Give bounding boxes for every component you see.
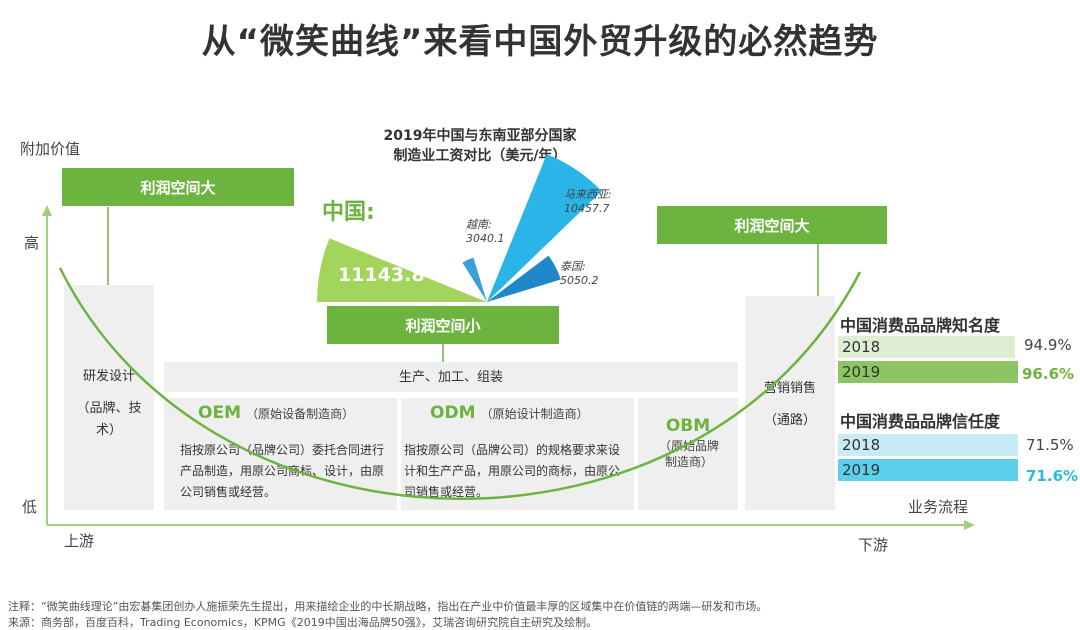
y-axis-low: 低	[22, 498, 38, 516]
awareness-bar-2019: 2019	[838, 361, 1018, 383]
awareness-year-2019: 2019	[842, 363, 881, 381]
trust-year-2019: 2019	[842, 461, 881, 479]
marketing-subtitle: （通路）	[763, 413, 816, 428]
oem-heading: OEM （原始设备制造商）	[198, 403, 354, 423]
x-axis-downstream: 下游	[858, 536, 889, 554]
thailand-label: 泰国: 5050.2	[560, 260, 599, 288]
trust-value-2019: 71.6%	[1026, 467, 1079, 485]
obm-head: OBM	[665, 416, 711, 436]
odm-description: 指按原公司（品牌公司）的规格要求来设计和生产产品，用原公司的商标，由原公司销售或…	[404, 443, 621, 499]
wage-title-line1: 2019年中国与东南亚部分国家	[383, 128, 577, 144]
rd-column	[64, 285, 154, 510]
x-axis-arrow	[964, 520, 975, 530]
marketing-column	[745, 296, 835, 510]
profit-right-box: 利润空间大	[657, 206, 887, 244]
y-axis-label: 附加价值	[20, 140, 81, 158]
malaysia-label: 马来西亚: 10457.7	[564, 188, 612, 216]
trust-bars: 2018 2019	[838, 434, 1018, 482]
vietnam-label: 越南: 3040.1	[466, 218, 505, 246]
thailand-value: 5050.2	[560, 274, 599, 287]
vietnam-name: 越南:	[466, 218, 492, 231]
odm-heading: ODM （原始设计制造商）	[430, 403, 589, 423]
malaysia-name: 马来西亚:	[564, 188, 612, 201]
rd-subtitle: （品牌、技术）	[76, 401, 142, 438]
trust-bar-2019: 2019	[838, 459, 1018, 481]
trust-bar-2018: 2018	[838, 434, 1018, 456]
oem-sub: （原始设备制造商）	[246, 407, 355, 421]
trust-year-2018: 2018	[842, 436, 881, 454]
awareness-bars: 2018 2019	[838, 336, 1018, 384]
oem-head: OEM	[198, 403, 241, 423]
smile-curve	[58, 267, 862, 500]
y-axis-high: 高	[24, 234, 40, 252]
x-axis-upstream: 上游	[64, 532, 95, 550]
oem-column	[164, 398, 397, 510]
profit-left-box: 利润空间大	[62, 168, 294, 206]
oem-description: 指按原公司（品牌公司）委托合同进行产品制造，用原公司商标、设计，由原公司销售或经…	[180, 443, 385, 499]
vietnam-wedge	[462, 257, 487, 302]
production-label: 生产、加工、组装	[398, 370, 503, 385]
footnote: 注释：“微笑曲线理论”由宏碁集团创办人施振荣先生提出，用来描绘企业的中长期战略，…	[8, 600, 768, 613]
odm-sub: （原始设计制造商）	[480, 407, 589, 421]
x-axis-label: 业务流程	[908, 498, 969, 516]
thailand-name: 泰国:	[560, 260, 586, 273]
china-value: 11143.8	[338, 264, 425, 286]
awareness-year-2018: 2018	[842, 338, 881, 356]
odm-column	[401, 398, 634, 510]
awareness-value-2018: 94.9%	[1024, 336, 1072, 354]
thailand-wedge	[487, 255, 561, 302]
y-axis-arrow	[42, 205, 52, 216]
profit-middle-box: 利润空间小	[327, 306, 559, 344]
production-bar	[164, 362, 738, 392]
obm-sub: （原始品牌制造商）	[658, 439, 719, 469]
trust-title: 中国消费品品牌信任度	[840, 412, 1001, 431]
wage-title-line2: 制造业工资对比（美元/年）	[393, 148, 567, 164]
marketing-title: 营销销售	[763, 381, 816, 396]
china-label: 中国:	[322, 200, 375, 225]
wage-chart-title: 2019年中国与东南亚部分国家 制造业工资对比（美元/年）	[330, 126, 630, 166]
page-title: 从“微笑曲线”来看中国外贸升级的必然趋势	[201, 22, 879, 62]
source-note: 来源：商务部，百度百科，Trading Economics，KPMG《2019中…	[8, 616, 598, 629]
awareness-value-2019: 96.6%	[1022, 365, 1075, 383]
awareness-title: 中国消费品品牌知名度	[840, 316, 1001, 335]
obm-column	[638, 398, 738, 510]
trust-value-2018: 71.5%	[1026, 436, 1074, 454]
malaysia-wedge	[487, 154, 602, 302]
awareness-bar-2018: 2018	[838, 336, 1015, 358]
china-wedge	[317, 238, 487, 302]
odm-head: ODM	[430, 403, 476, 423]
malaysia-value: 10457.7	[564, 202, 610, 215]
vietnam-value: 3040.1	[466, 232, 505, 245]
rd-title: 研发设计	[82, 369, 135, 384]
